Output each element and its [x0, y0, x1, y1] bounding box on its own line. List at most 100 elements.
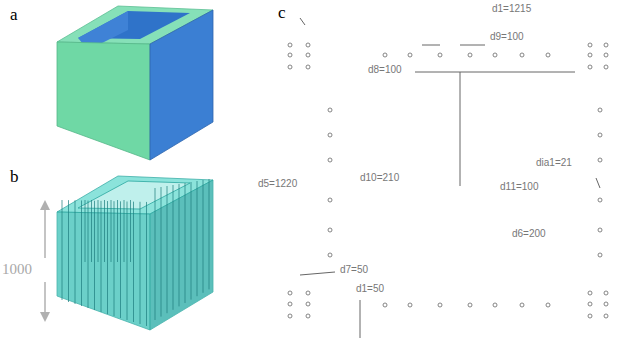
rebar	[91, 200, 92, 262]
bar-dot	[598, 198, 602, 202]
rebar	[104, 200, 105, 262]
rebar	[203, 180, 204, 293]
plan-view	[288, 43, 608, 318]
bar-dot	[604, 314, 608, 318]
bar-dot	[598, 108, 602, 112]
rebar	[94, 201, 95, 310]
bar-dot	[306, 302, 310, 306]
bar-dot	[604, 65, 608, 69]
panel-letter: b	[10, 168, 19, 187]
solid-box	[57, 6, 213, 160]
bar-dot	[604, 53, 608, 57]
bar-dot	[598, 133, 602, 137]
dimension-arrow	[40, 200, 50, 322]
bar-dot	[438, 303, 442, 307]
rebar	[117, 200, 118, 262]
dimension-label: d6=200	[512, 228, 546, 239]
bar-dot	[588, 53, 592, 57]
bar-dot	[288, 291, 292, 295]
rebar	[111, 200, 112, 262]
bar-dot	[328, 198, 332, 202]
rebar	[197, 181, 198, 296]
rebar	[98, 200, 99, 262]
rebar	[88, 201, 89, 308]
dimension-label: d1=50	[356, 283, 384, 294]
bar-dot	[288, 302, 292, 306]
bar-dot	[588, 65, 592, 69]
rebar	[114, 201, 115, 316]
rebar	[75, 200, 76, 304]
dimension-label: d10=210	[360, 172, 399, 183]
dimension-label: d7=50	[340, 264, 368, 275]
dimension-label: d1=1215	[492, 3, 531, 14]
bar-dot	[306, 43, 310, 47]
bar-dot	[306, 65, 310, 69]
bar-dot	[546, 53, 550, 57]
bar-dot	[383, 303, 387, 307]
bar-dot	[328, 158, 332, 162]
bar-dot	[306, 291, 310, 295]
bar-dot	[493, 53, 497, 57]
bar-dot	[588, 291, 592, 295]
rebar	[62, 200, 63, 300]
rebar	[191, 182, 192, 300]
rebar	[81, 200, 82, 306]
panel-letter: a	[10, 6, 18, 25]
rebar	[155, 188, 156, 320]
reinforced-box	[57, 176, 213, 330]
bar-dot	[328, 108, 332, 112]
rebar	[161, 187, 162, 317]
bar-dot	[328, 133, 332, 137]
bar-dot	[520, 303, 524, 307]
bar-dot	[546, 303, 550, 307]
rebar	[179, 184, 180, 306]
bar-dot	[520, 53, 524, 57]
rebar	[146, 202, 147, 326]
bar-dot	[306, 53, 310, 57]
bar-dot	[588, 314, 592, 318]
dimension-label: dia1=21	[536, 157, 572, 168]
bar-dot	[408, 53, 412, 57]
rebar	[209, 179, 210, 289]
bar-dot	[493, 303, 497, 307]
rebar	[124, 200, 125, 262]
rebar	[130, 200, 131, 262]
bar-dot	[438, 53, 442, 57]
dimension-label: d9=100	[490, 31, 524, 42]
panel-letter: c	[278, 4, 286, 23]
bar-dot	[598, 253, 602, 257]
bar-dot	[604, 291, 608, 295]
rebar	[167, 186, 168, 313]
bar-dot	[598, 158, 602, 162]
bar-dot	[408, 303, 412, 307]
bar-dot	[588, 302, 592, 306]
bar-dot	[604, 43, 608, 47]
bar-dot	[383, 53, 387, 57]
rebar	[133, 202, 134, 322]
rebar	[173, 185, 174, 310]
bar-dot	[468, 53, 472, 57]
bar-dot	[288, 65, 292, 69]
rebar	[85, 200, 86, 262]
bar-dot	[306, 314, 310, 318]
leader-lines	[300, 18, 600, 338]
rebar	[107, 201, 108, 314]
bar-dot	[328, 253, 332, 257]
rebar	[68, 200, 69, 302]
bar-dot	[468, 303, 472, 307]
rebar	[185, 183, 186, 303]
dimension-label: d5=1220	[258, 178, 297, 189]
bar-dot	[328, 228, 332, 232]
rebar	[120, 201, 121, 318]
rebar	[127, 202, 128, 321]
bar-dot	[588, 43, 592, 47]
rebar	[101, 201, 102, 312]
bar-dot	[288, 43, 292, 47]
bar-dot	[288, 53, 292, 57]
bar-dot	[598, 228, 602, 232]
dimension-label: 1000	[2, 261, 32, 278]
dimension-label: d8=100	[368, 64, 402, 75]
rebar	[140, 202, 141, 324]
bar-dot	[604, 302, 608, 306]
